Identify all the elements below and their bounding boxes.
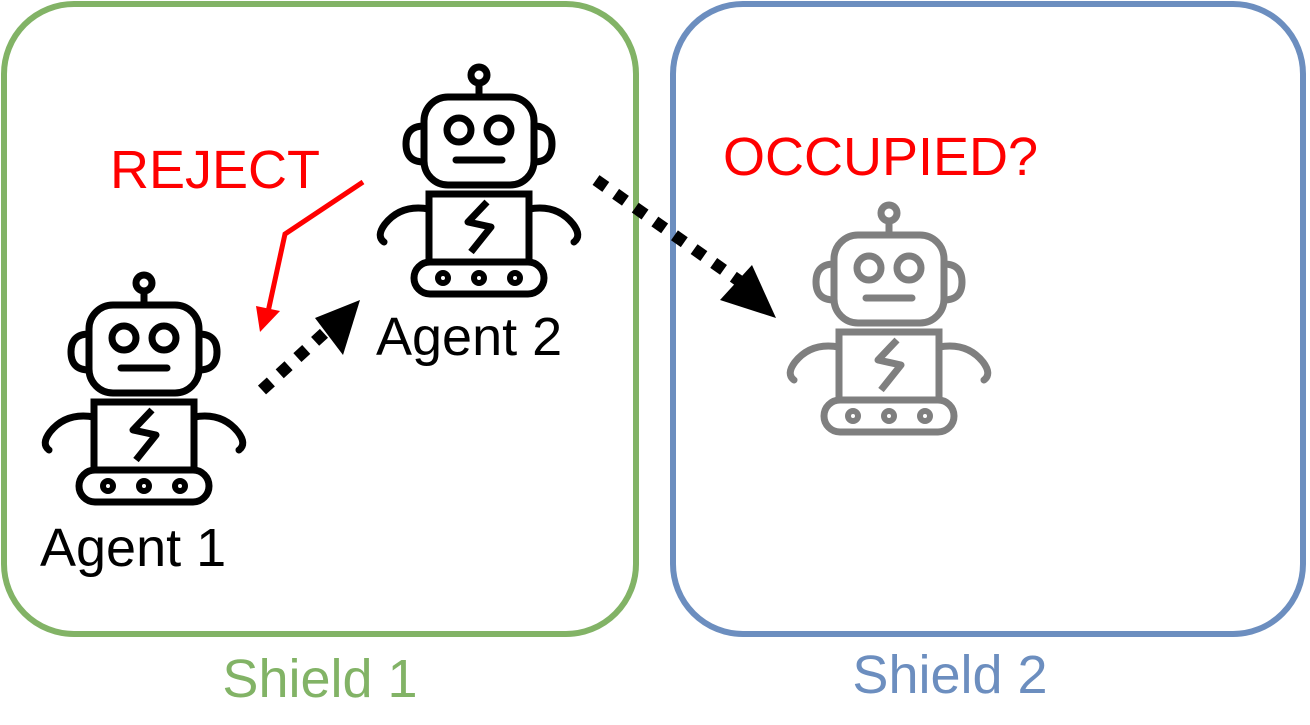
shield-1-label: Shield 1 (222, 649, 417, 709)
shield-2-box (670, 1, 1306, 637)
move-arrow-agent2-to-shield2 (592, 175, 776, 318)
ghost-robot-icon (790, 205, 988, 432)
agent-1-label: Agent 1 (40, 518, 226, 578)
agent-2-robot-icon (380, 67, 578, 294)
agent-2-label: Agent 2 (376, 307, 562, 367)
move-arrow-agent1-to-agent2 (257, 300, 360, 395)
occupied-label: OCCUPIED? (723, 127, 1038, 187)
reject-arrow (256, 179, 365, 332)
agent-1-robot-icon (45, 275, 243, 502)
reject-label: REJECT (110, 140, 320, 200)
shield-1-box (1, 1, 639, 637)
shield-2-label: Shield 2 (852, 645, 1047, 705)
